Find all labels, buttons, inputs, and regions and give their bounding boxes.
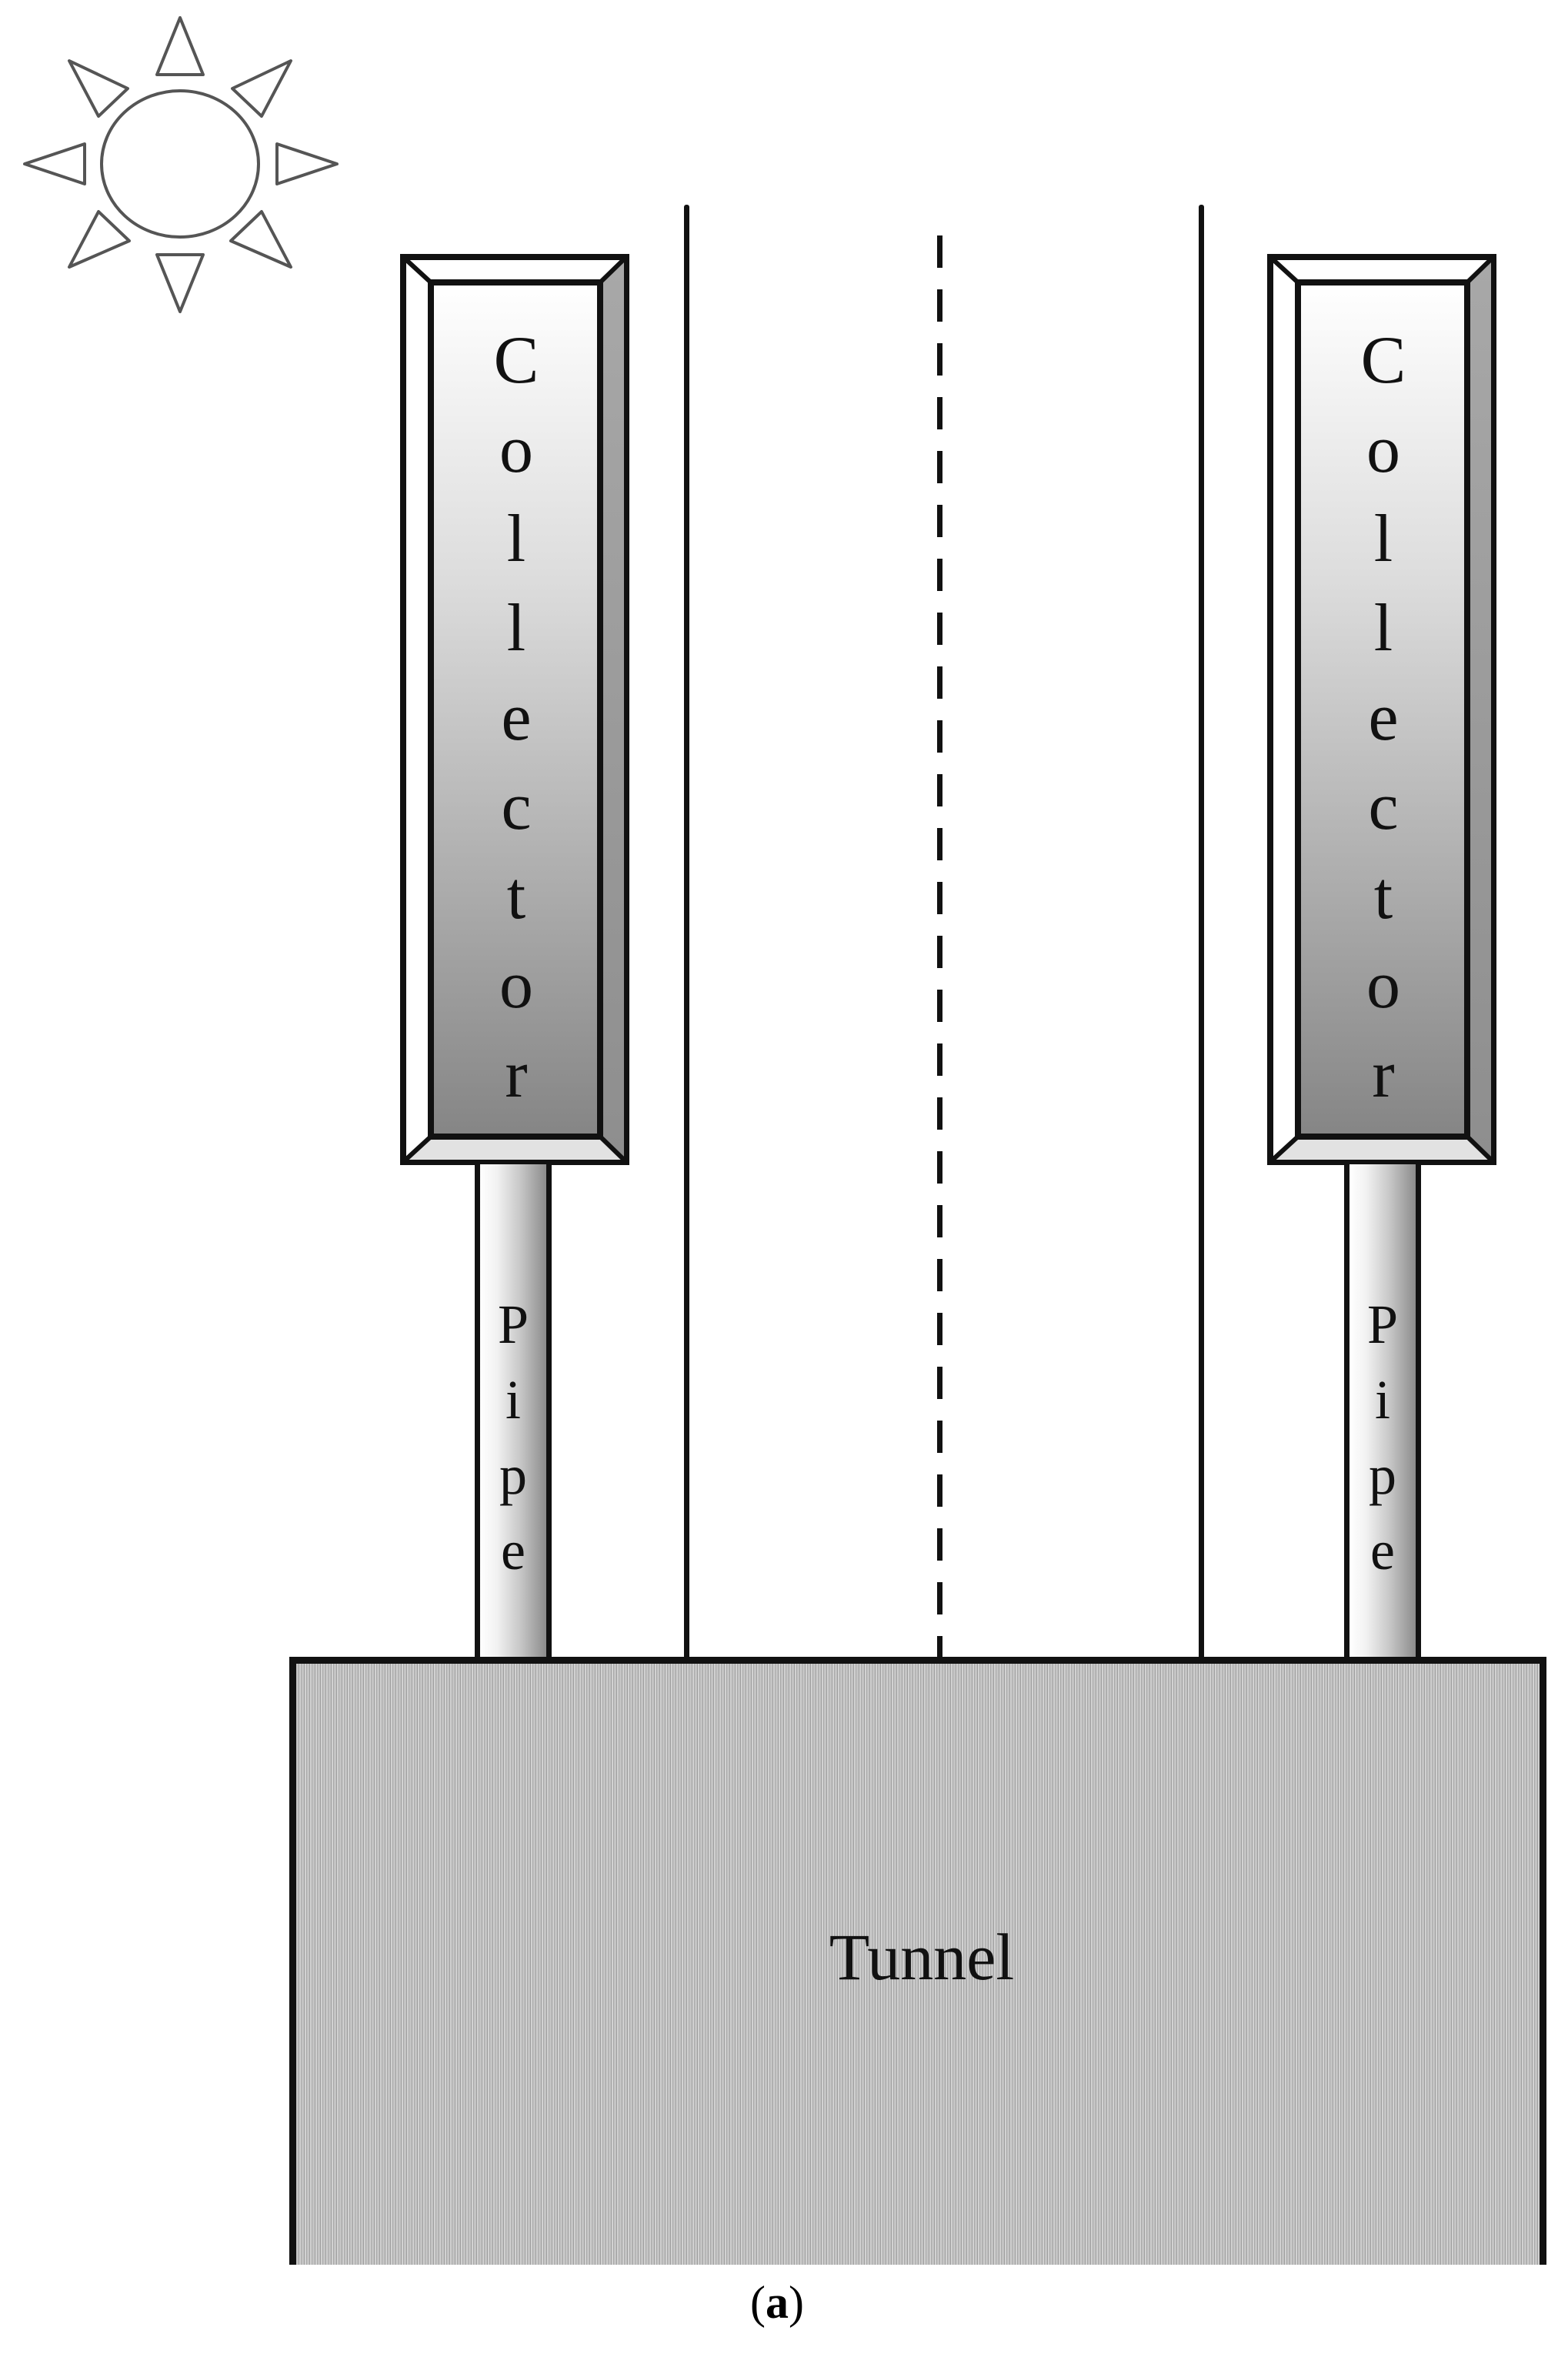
collector-letter: o [499, 412, 533, 487]
collector-letter: C [493, 323, 539, 398]
caption-close-paren: ) [789, 2277, 804, 2328]
collector-letter: c [1368, 770, 1399, 844]
road-left-edge-line [684, 205, 689, 1661]
pipe-left: P i p e [475, 1164, 552, 1660]
sun-icon [15, 12, 346, 319]
collector-label: C o l l e c t o r [431, 282, 602, 1137]
pipe-right: P i p e [1344, 1164, 1421, 1660]
collector-letter: t [506, 859, 526, 933]
pipe-letter: i [505, 1369, 521, 1431]
collector-letter: l [1373, 502, 1393, 576]
pipe-letter: P [497, 1294, 529, 1355]
collector-letter: o [1366, 948, 1400, 1023]
collector-label: C o l l e c t o r [1298, 282, 1469, 1137]
tunnel-label: Tunnel [829, 1920, 1015, 1994]
collector-letter: o [499, 948, 533, 1023]
collector-right: C o l l e c t o r [1267, 254, 1496, 1165]
pipe-letter: p [1369, 1444, 1396, 1506]
collector-letter: e [501, 680, 532, 755]
pipe-letter: p [499, 1444, 527, 1506]
caption-open-paren: ( [750, 2277, 766, 2328]
tunnel-block [289, 1657, 1546, 2265]
collector-left: C o l l e c t o r [400, 254, 629, 1165]
pipe-letter: e [1370, 1520, 1395, 1581]
collector-letter: c [501, 770, 532, 844]
collector-letter: r [1372, 1037, 1395, 1112]
collector-letter: C [1360, 323, 1406, 398]
pipe-letter: e [501, 1520, 525, 1581]
collector-letter: t [1373, 859, 1393, 933]
caption-letter: a [766, 2277, 789, 2328]
collector-letter: o [1366, 412, 1400, 487]
road-center-dashed-line [937, 235, 942, 1661]
collector-letter: e [1368, 680, 1399, 755]
road-right-edge-line [1199, 205, 1204, 1661]
collector-letter: l [506, 502, 526, 576]
pipe-letter: i [1374, 1369, 1390, 1431]
figure-caption: (a) [739, 2279, 816, 2326]
collector-letter: l [506, 591, 526, 666]
collector-letter: l [1373, 591, 1393, 666]
pipe-letter: P [1366, 1294, 1399, 1355]
collector-letter: r [505, 1037, 528, 1112]
